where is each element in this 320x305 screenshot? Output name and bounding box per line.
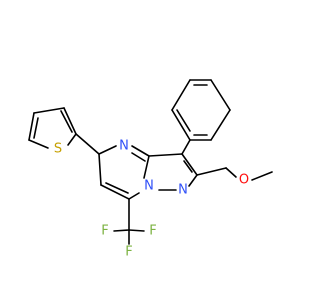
bond xyxy=(251,171,273,181)
bond-double-inner xyxy=(105,182,129,194)
bond xyxy=(210,79,231,111)
bond xyxy=(128,229,145,232)
molecule-diagram: N N N S O F F F xyxy=(28,79,273,260)
bond xyxy=(33,107,65,114)
bond xyxy=(63,107,77,135)
bond xyxy=(225,167,237,178)
bond xyxy=(196,167,227,176)
bond xyxy=(128,192,140,200)
bond xyxy=(28,139,49,149)
bond xyxy=(148,153,183,157)
pyrimidine-ring xyxy=(98,145,150,200)
atom-n-pyrimidine: N xyxy=(119,139,129,154)
bond xyxy=(210,109,231,141)
bond-double-inner xyxy=(183,160,193,173)
bond-double-inner xyxy=(33,117,39,139)
atom-f-left: F xyxy=(101,224,108,239)
bond-double-inner xyxy=(60,110,73,133)
bond xyxy=(131,145,150,157)
atom-s-thiophene: S xyxy=(54,142,62,157)
bond xyxy=(100,184,130,200)
atom-f-right: F xyxy=(149,224,156,239)
bond xyxy=(75,133,100,155)
bond xyxy=(113,229,130,232)
bond xyxy=(188,174,198,187)
atom-label-layer: N N N S O F F F xyxy=(54,139,249,260)
bond-double-inner xyxy=(131,152,146,162)
pyrazole-ring xyxy=(143,153,198,191)
atom-n-pyrazole: N xyxy=(178,183,188,198)
atom-n-bridgehead: N xyxy=(144,179,154,194)
bond xyxy=(181,139,191,155)
bond-double-inner xyxy=(176,109,191,132)
bond xyxy=(28,112,35,141)
bond xyxy=(181,153,198,176)
trifluoromethyl-group xyxy=(113,198,145,245)
bond xyxy=(171,79,191,111)
bond xyxy=(143,155,150,179)
phenyl-ring xyxy=(171,79,231,141)
thiophene-ring xyxy=(28,107,100,155)
bond xyxy=(98,153,102,186)
bond xyxy=(171,109,191,141)
methoxymethyl-group xyxy=(196,167,273,181)
atom-f-top: F xyxy=(125,245,132,260)
atom-o-ether: O xyxy=(239,173,249,188)
structure-canvas: N N N S O F F F xyxy=(28,79,273,260)
bond xyxy=(98,145,117,155)
bond xyxy=(67,133,77,146)
bond-layer xyxy=(28,79,273,245)
